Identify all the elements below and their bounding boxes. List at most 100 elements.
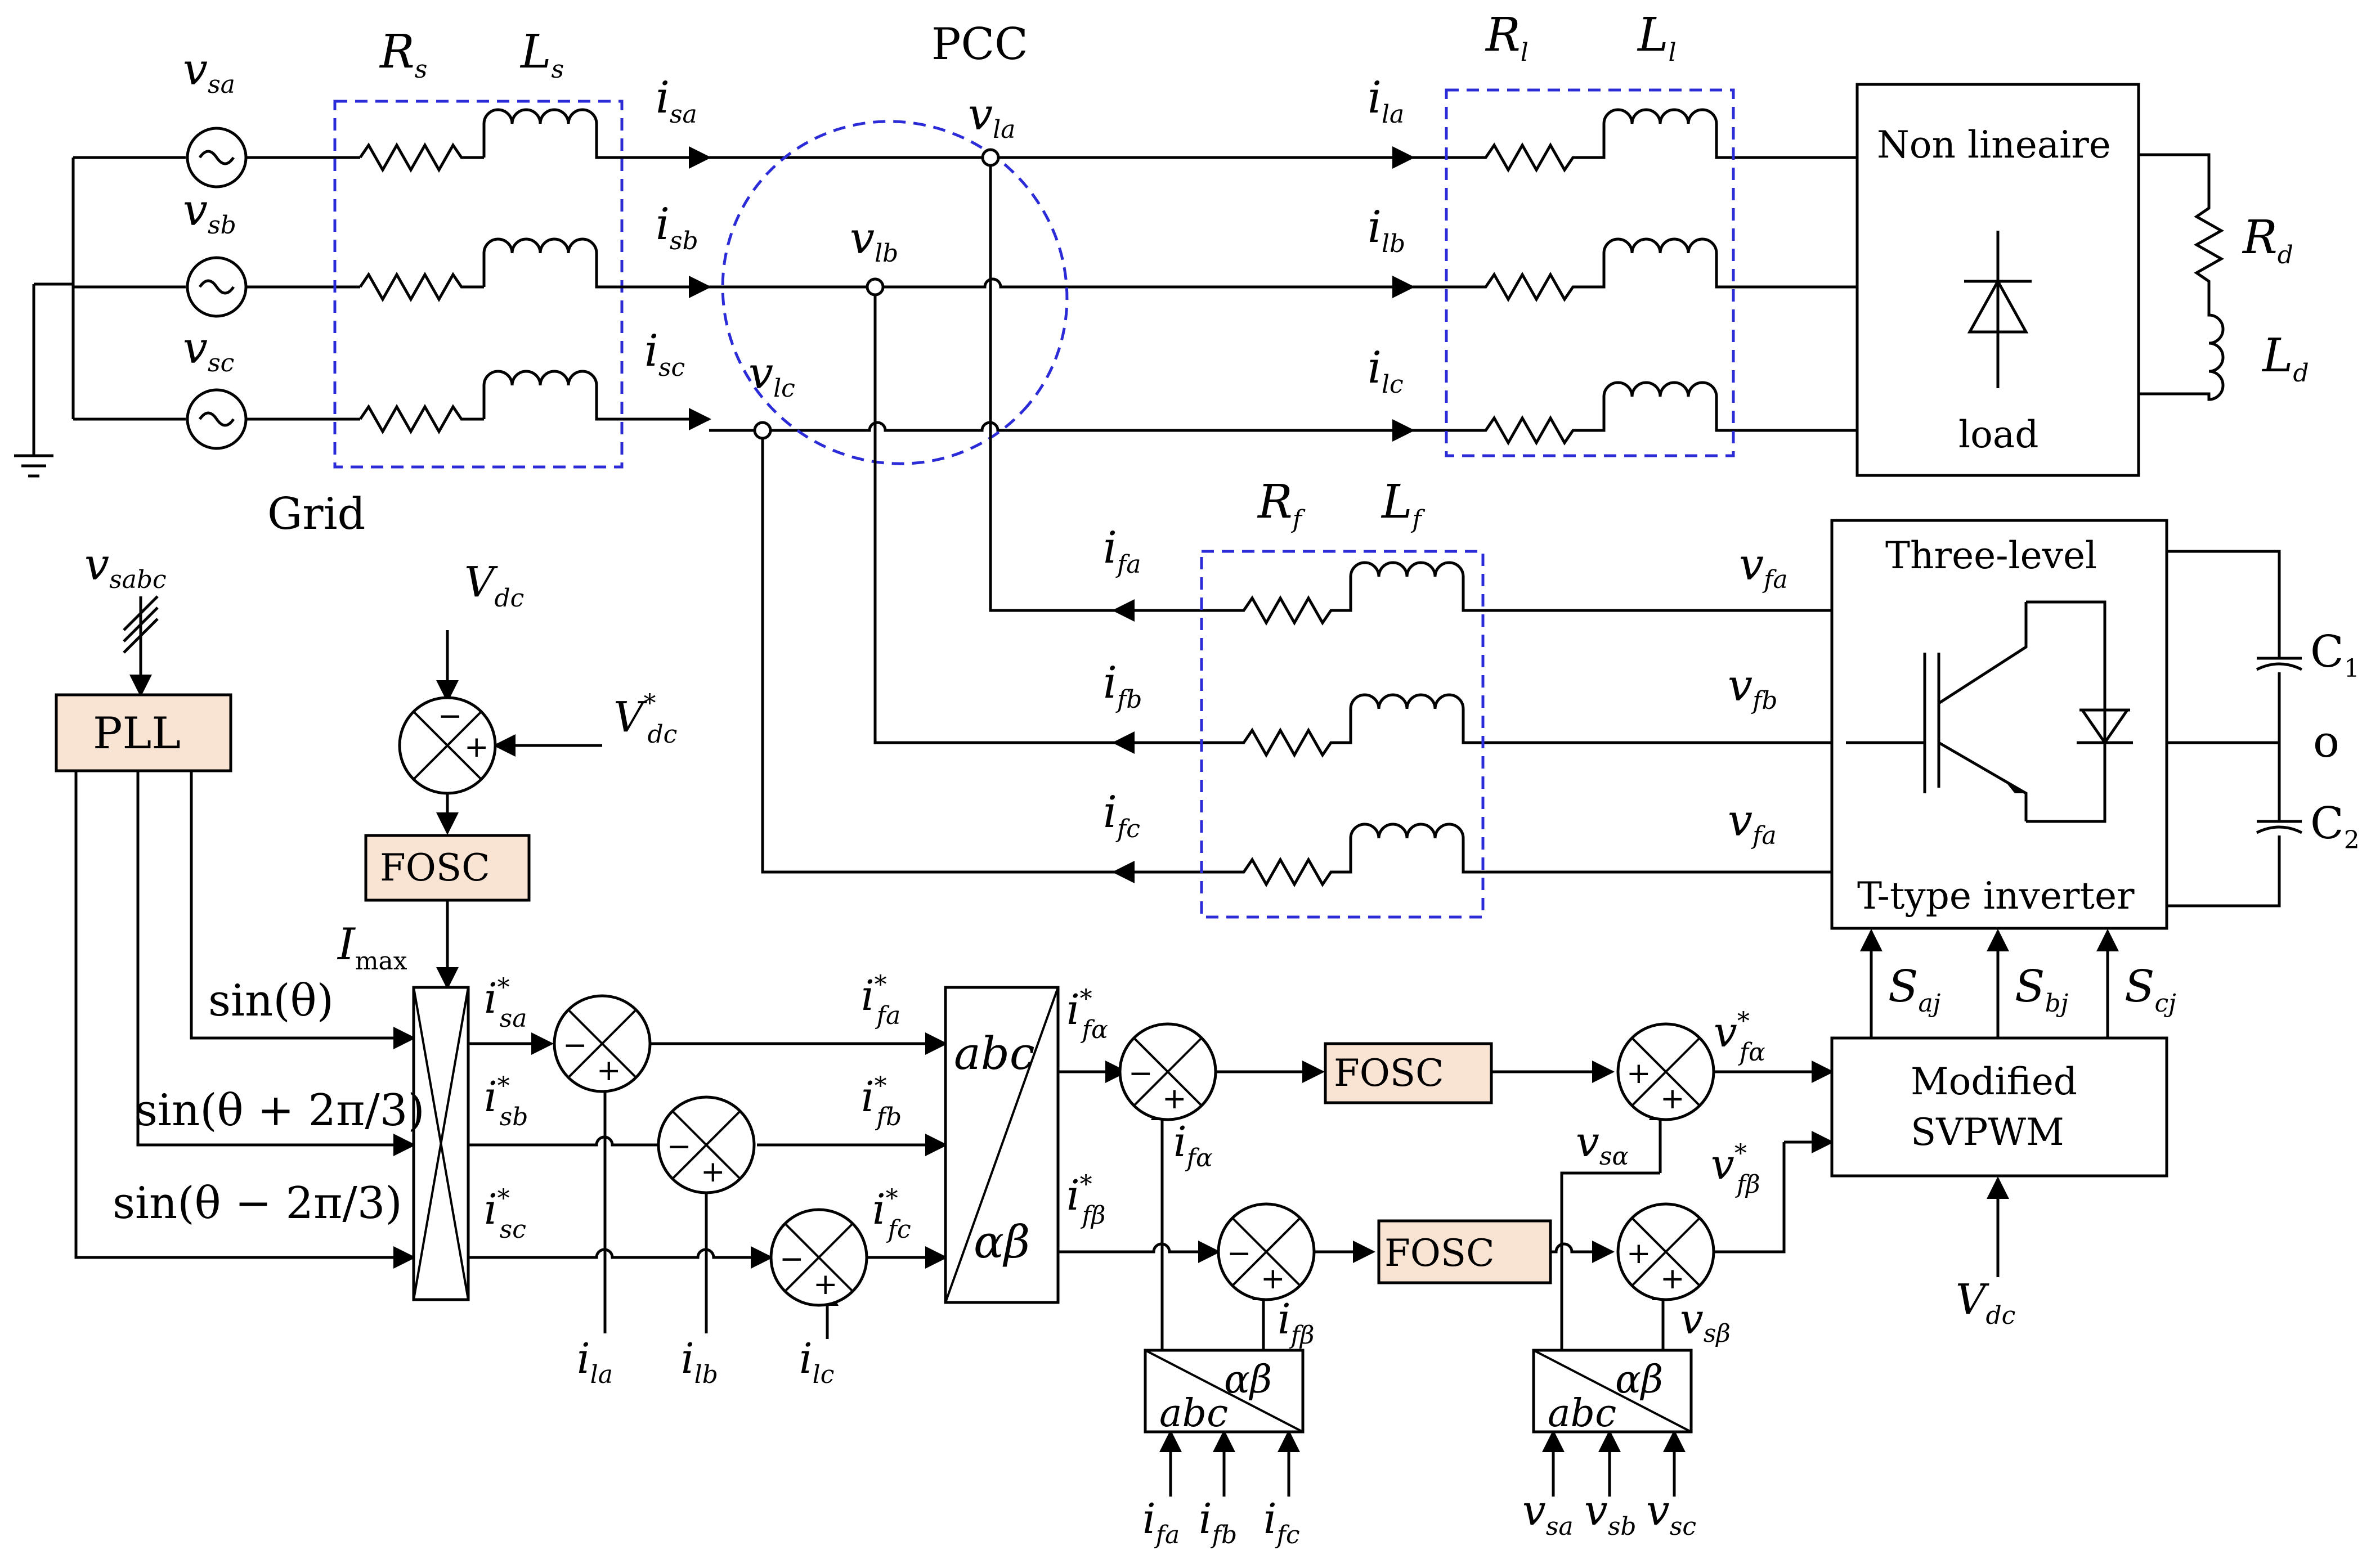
svg-text:αβ: αβ [974,1216,1030,1268]
inverter-section [1830,519,2303,930]
label-rs: Rs [379,25,427,84]
label-t-type: T-type inverter [1857,874,2135,918]
power-labels: vsa vsb vsc Rs Ls isa isb isc PCC vla vl… [183,8,2360,918]
label-ifbeta: ifβ [1278,1295,1314,1350]
svg-text:+: + [464,730,489,764]
label-ifalpha-ref: i*fα [1066,985,1108,1044]
label-vfalpha-ref: v*fα [1714,1007,1765,1067]
label-isc: isc [644,326,685,382]
pcc-node-b [866,277,885,296]
label-isb-ref: i*sb [484,1072,528,1131]
svg-text:+: + [1626,1237,1651,1270]
label-ifa: ifa [1103,523,1141,579]
sum-vbeta: + + [1616,1202,1715,1301]
label-c2: C2 [2310,798,2360,855]
fosc-beta-block [1377,1219,1552,1284]
label-scj: Scj [2124,962,2176,1018]
label-sin-theta-minus: sin(θ − 2π/3) [113,1178,402,1229]
vdc-summing-junction: − + [398,696,497,795]
label-grid: Grid [267,489,365,540]
control-wiring [74,595,2119,1497]
label-ifc: ifc [1103,787,1140,843]
svpwm-label-1: Modified [1911,1060,2077,1103]
svpwm-block [1830,1036,2168,1178]
label-vsb-input: vsb [1584,1486,1637,1541]
label-isa-ref: i*sa [484,973,527,1033]
svg-text:+: + [813,1268,838,1301]
label-ifa-input: ifa [1142,1495,1180,1549]
control-labels: vsabc Vdc V*dc Imax sin(θ) sin(θ + 2π/3)… [84,540,2176,1549]
filter-section [1112,550,1832,919]
svg-text:αβ: αβ [1224,1358,1272,1402]
label-load: load [1958,413,2038,456]
label-ifalpha: ifα [1173,1118,1213,1172]
label-ifb-ref: i*fb [861,1072,902,1131]
svg-text:αβ: αβ [1615,1358,1663,1402]
multiplier-block [412,986,470,1301]
label-vdc: Vdc [464,558,524,613]
label-nonlinear: Non lineaire [1877,123,2111,167]
label-ilb-input: ilb [681,1335,718,1389]
label-ilc: ilc [1368,343,1404,399]
label-ifb-input: ifb [1199,1495,1237,1549]
abc-alphabeta-voltage-transform: αβ abc [1532,1349,1693,1436]
svg-text:abc: abc [954,1027,1035,1080]
label-isb: isb [656,199,698,255]
svg-text:−: − [667,1130,692,1163]
label-sin-theta-plus: sin(θ + 2π/3) [135,1085,425,1136]
label-vdc-ref: V*dc [613,689,677,749]
grid-section [14,100,703,478]
label-vfa-top: vfa [1739,540,1788,594]
svg-text:abc: abc [1548,1391,1616,1436]
load-section [1407,83,2225,477]
t-type-inverter-box [1830,519,2168,930]
svg-text:+: + [597,1054,621,1088]
abc-alphabeta-transform: abc αβ [944,986,1060,1304]
label-ilc-input: ilc [799,1335,834,1389]
label-vsc-input: vsc [1646,1486,1696,1541]
label-vlc: vlc [748,348,795,403]
pcc-node-c [753,421,772,440]
svg-text:+: + [701,1155,725,1189]
label-vsabc: vsabc [84,540,167,594]
abc-alphabeta-current-transform: αβ abc [1144,1349,1305,1436]
label-ila-input: ila [577,1335,613,1389]
label-ifbeta-ref: i*fβ [1066,1170,1105,1230]
label-vfa-bottom: vfa [1728,796,1777,850]
label-saj: Saj [1888,962,1940,1018]
label-isa: isa [656,73,697,129]
sum-ic: − + [769,1208,868,1307]
label-ifc-input: ifc [1263,1495,1300,1549]
label-ifb: ifb [1103,658,1142,714]
pll-block [55,693,232,772]
sum-valpha: + + [1616,1022,1715,1121]
label-ilb: ilb [1368,202,1405,258]
sum-ialpha: − + [1118,1022,1217,1121]
label-rd: Rd [2242,211,2293,269]
label-c1: C1 [2310,627,2360,683]
svg-text:−: − [1227,1237,1252,1270]
label-sbj: Sbj [2015,962,2068,1018]
label-vsa-input: vsa [1522,1486,1574,1541]
fosc-dc-label: FOSC [380,846,490,889]
label-vsa: vsa [183,44,235,99]
label-vdc-svpwm: Vdc [1956,1275,2015,1330]
label-imax: Imax [337,919,407,976]
label-three-level: Three-level [1885,534,2097,577]
svpwm-label-2: SVPWM [1911,1111,2064,1154]
label-vla: vla [968,89,1015,144]
label-isc-ref: i*sc [484,1184,526,1244]
pll-label: PLL [93,708,181,759]
label-ifc-ref: i*fc [872,1184,911,1244]
label-rf: Rf [1257,475,1306,534]
svg-text:−: − [1128,1057,1153,1090]
label-vsc: vsc [183,323,234,378]
label-vfbeta-ref: v*fβ [1711,1139,1760,1199]
sum-ib: − + [657,1095,756,1194]
svg-text:−: − [438,699,463,733]
label-vsb: vsb [183,185,236,240]
label-midpoint: o [2313,717,2339,767]
label-lf: Lf [1381,475,1425,534]
label-ifa-ref: i*fa [861,971,900,1030]
